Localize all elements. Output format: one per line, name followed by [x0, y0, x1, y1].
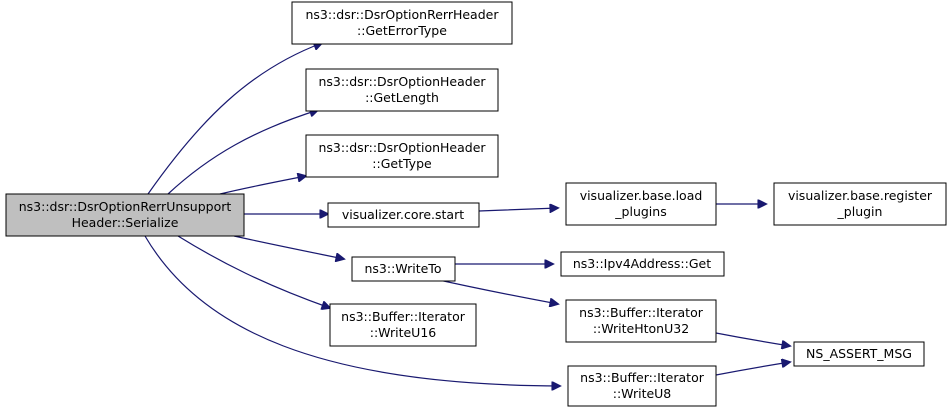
edge-write-hton-u32-ns-assert-msg: [715, 332, 790, 346]
node-get-error-type-line-1: ns3::dsr::DsrOptionRerrHeader: [306, 7, 500, 22]
edge-serialize-get-length: [167, 110, 318, 195]
node-register-plugin-line-2: _plugin: [837, 204, 883, 219]
node-write-u16-line-1: ns3::Buffer::Iterator: [341, 309, 466, 324]
node-get-type[interactable]: ns3::dsr::DsrOptionHeader ::GetType: [305, 134, 499, 178]
node-write-to[interactable]: ns3::WriteTo: [351, 256, 456, 282]
node-get-length[interactable]: ns3::dsr::DsrOptionHeader ::GetLength: [305, 68, 499, 112]
node-write-u8[interactable]: ns3::Buffer::Iterator ::WriteU8: [567, 365, 717, 407]
node-register-plugin[interactable]: visualizer.base.register _plugin: [773, 182, 947, 226]
node-write-hton-u32-line-2: ::WriteHtonU32: [593, 321, 689, 336]
edge-serialize-write-u16: [177, 235, 330, 308]
node-ns-assert-msg-line-1: NS_ASSERT_MSG: [806, 346, 912, 361]
node-serialize-line-1: ns3::dsr::DsrOptionRerrUnsupport: [19, 199, 232, 214]
node-load-plugins-line-2: _plugins: [614, 204, 666, 219]
nodes: ns3::dsr::DsrOptionRerrUnsupport Header:…: [5, 1, 947, 407]
edge-core-start-load-plugins: [478, 208, 558, 211]
node-serialize[interactable]: ns3::dsr::DsrOptionRerrUnsupport Header:…: [5, 193, 245, 237]
node-write-u8-line-2: ::WriteU8: [613, 386, 672, 401]
node-write-hton-u32[interactable]: ns3::Buffer::Iterator ::WriteHtonU32: [565, 299, 717, 343]
edge-write-to-write-hton-u32: [429, 277, 558, 304]
node-get-type-line-2: ::GetType: [372, 156, 432, 171]
node-get-type-line-1: ns3::dsr::DsrOptionHeader: [318, 140, 486, 155]
node-ipv4-get-line-1: ns3::Ipv4Address::Get: [573, 256, 711, 271]
edge-serialize-write-to: [233, 235, 344, 259]
node-get-length-line-2: ::GetLength: [365, 90, 439, 105]
node-get-error-type-line-2: ::GetErrorType: [357, 23, 447, 38]
edge-write-u8-ns-assert-msg: [715, 362, 790, 376]
node-core-start[interactable]: visualizer.core.start: [327, 202, 480, 228]
node-write-u8-line-1: ns3::Buffer::Iterator: [580, 370, 705, 385]
node-write-hton-u32-line-1: ns3::Buffer::Iterator: [579, 305, 704, 320]
node-write-to-line-1: ns3::WriteTo: [365, 261, 442, 276]
node-load-plugins[interactable]: visualizer.base.load _plugins: [565, 182, 717, 226]
node-serialize-line-2: Header::Serialize: [72, 215, 179, 230]
edge-serialize-write-u8: [144, 235, 560, 386]
node-get-length-line-1: ns3::dsr::DsrOptionHeader: [318, 74, 486, 89]
node-write-u16[interactable]: ns3::Buffer::Iterator ::WriteU16: [329, 303, 477, 347]
node-write-u16-line-2: ::WriteU16: [370, 325, 437, 340]
edge-serialize-get-type: [219, 176, 306, 195]
node-load-plugins-line-1: visualizer.base.load: [580, 188, 703, 203]
node-core-start-line-1: visualizer.core.start: [342, 207, 464, 222]
edge-serialize-get-error-type: [147, 43, 322, 195]
node-register-plugin-line-1: visualizer.base.register: [788, 188, 933, 203]
node-ns-assert-msg[interactable]: NS_ASSERT_MSG: [793, 341, 925, 367]
node-ipv4-get[interactable]: ns3::Ipv4Address::Get: [560, 251, 725, 277]
node-get-error-type[interactable]: ns3::dsr::DsrOptionRerrHeader ::GetError…: [291, 1, 513, 45]
